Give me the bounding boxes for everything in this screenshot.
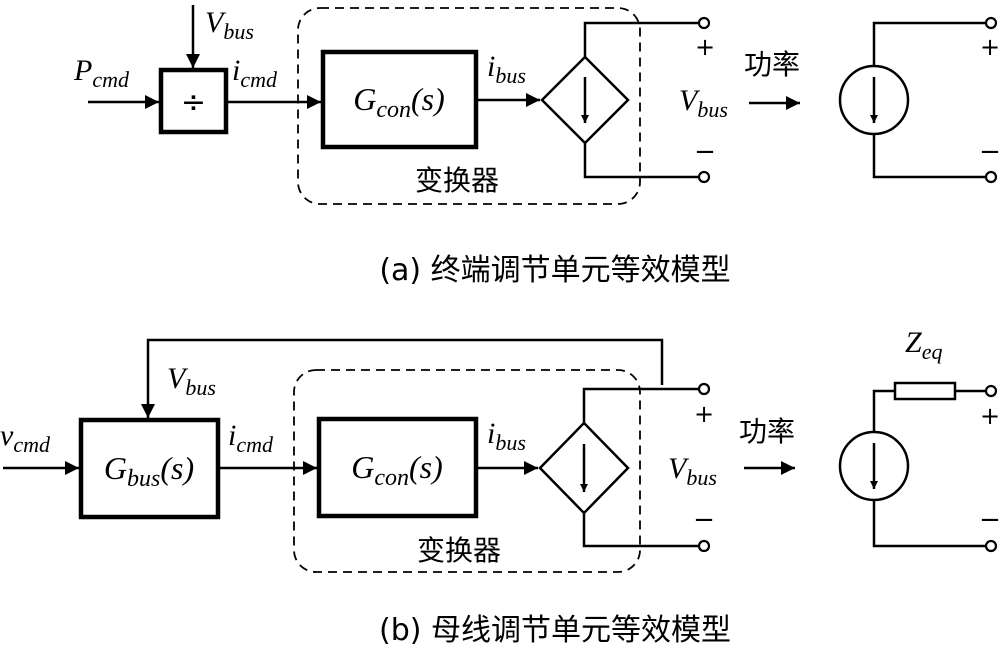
converter-boundary-a xyxy=(297,7,641,205)
ibus-label-b: ibus xyxy=(487,417,526,455)
eq-terminal-plus-a xyxy=(984,16,998,30)
feedback-wire xyxy=(141,338,664,418)
vbus-out-label-b: Vbus xyxy=(668,452,717,490)
eq-bottom-wire-b xyxy=(872,500,988,548)
plus-sign-a: + xyxy=(695,33,715,61)
minus-sign-b: − xyxy=(693,505,715,535)
power-label-b: 功率 xyxy=(739,415,795,448)
converter-boundary-b xyxy=(293,369,641,573)
caption-a: (a) 终端调节单元等效模型 xyxy=(379,253,730,288)
divider-symbol: ÷ xyxy=(181,85,206,120)
zeq-label: Zeq xyxy=(905,326,942,364)
eq-top-wire-a xyxy=(872,21,988,66)
zeq-impedance xyxy=(893,381,957,401)
gcon-block-a xyxy=(320,49,479,150)
power-label-a: 功率 xyxy=(744,48,800,81)
vcmd-label: vcmd xyxy=(0,419,51,457)
terminal-plus-a xyxy=(697,16,711,30)
diagram-b: vcmd Vbus Gbus(s) icmd Gcon(s) ibus + − … xyxy=(0,326,1000,648)
dependent-current-source-b xyxy=(538,421,630,515)
eq-terminal-minus-a xyxy=(984,170,998,184)
ibus-label-a: ibus xyxy=(487,50,526,88)
current-source-a xyxy=(838,64,910,136)
current-source-b xyxy=(838,430,910,502)
bottom-wire-b xyxy=(582,513,699,548)
eq-bottom-wire-a xyxy=(872,134,988,179)
bottom-wire-a xyxy=(583,143,699,179)
vbus-out-label-a: Vbus xyxy=(679,84,728,122)
gbus-block xyxy=(78,417,221,520)
eq-plus-sign-b: + xyxy=(980,402,1000,430)
plus-sign-b: + xyxy=(694,400,714,428)
minus-sign-a: − xyxy=(694,137,716,167)
converter-label-b: 变换器 xyxy=(417,534,501,567)
terminal-minus-b xyxy=(697,539,711,553)
vbus-feedback-label: Vbus xyxy=(167,362,216,400)
terminal-plus-b xyxy=(697,382,711,396)
gcon-label-b: Gcon(s) xyxy=(351,449,443,491)
caption-b: (b) 母线调节单元等效模型 xyxy=(379,613,731,648)
eq-terminal-minus-b xyxy=(984,539,998,553)
eq-minus-sign-a: − xyxy=(979,137,1000,167)
gbus-label: Gbus(s) xyxy=(104,450,194,492)
terminal-minus-a xyxy=(697,170,711,184)
dependent-current-source-a xyxy=(540,55,630,145)
icmd-label-b: icmd xyxy=(228,419,274,457)
top-wire-a xyxy=(583,21,699,57)
gcon-label-a: Gcon(s) xyxy=(353,81,445,123)
diagram-a: Pcmd ÷ Vbus icmd Gcon(s) ibus + − 变换器 Vb… xyxy=(73,5,1000,288)
gcon-block-b xyxy=(316,416,479,519)
eq-left-top-wire-b xyxy=(872,389,895,432)
eq-terminal-plus-b xyxy=(984,384,998,398)
top-wire-b xyxy=(582,387,699,423)
eq-plus-sign-a: + xyxy=(980,33,1000,61)
pcmd-label: Pcmd xyxy=(73,54,130,92)
converter-label-a: 变换器 xyxy=(415,164,499,197)
vbus-top-label: Vbus xyxy=(205,6,254,44)
icmd-label-a: icmd xyxy=(232,54,278,92)
eq-minus-sign-b: − xyxy=(979,505,1000,535)
